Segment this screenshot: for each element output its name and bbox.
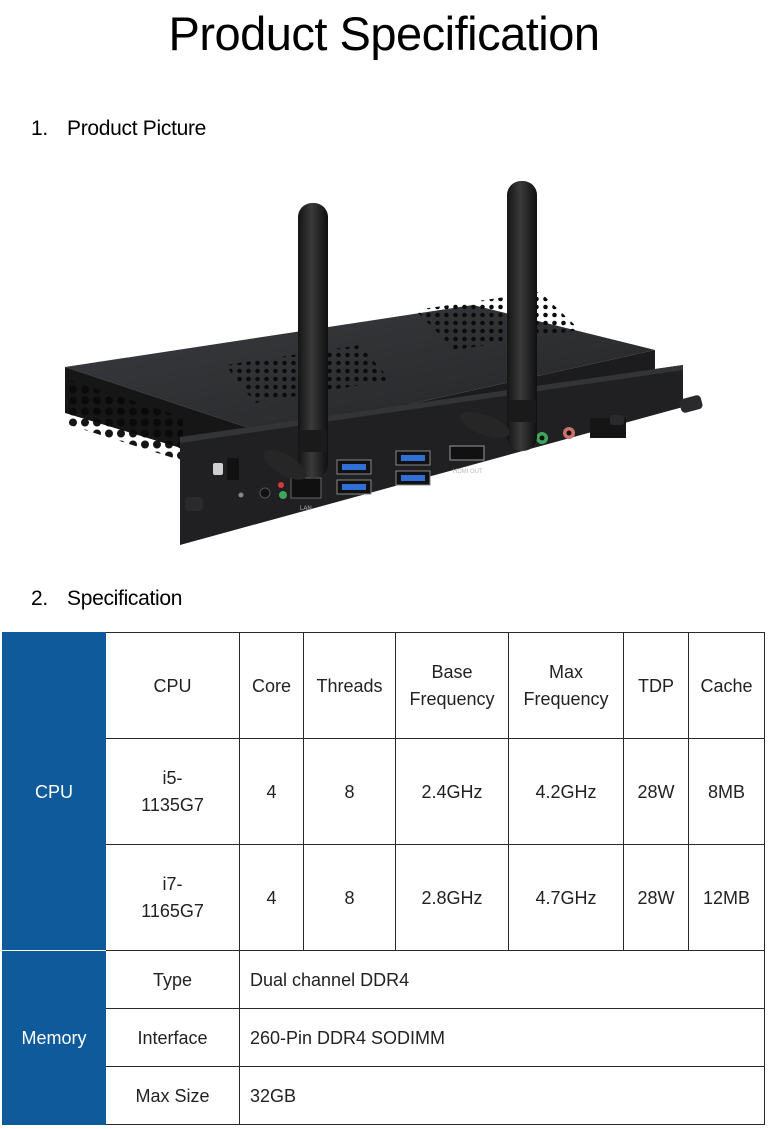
section-label: Specification — [67, 587, 183, 610]
cell-threads: 8 — [303, 844, 396, 951]
section-label: Product Picture — [67, 117, 207, 140]
cell-core: 4 — [239, 738, 304, 845]
header-tdp: TDP — [623, 632, 689, 739]
section-number: 2. — [31, 587, 48, 610]
bracket-plate — [180, 365, 683, 545]
lan-label: LAN — [300, 506, 312, 512]
table-row: Interface 260-Pin DDR4 SODIMM — [3, 1008, 765, 1067]
cell-cache: 8MB — [688, 738, 765, 845]
page-title: Product Specification — [168, 7, 600, 60]
section-heading-specification: 2. Specification — [31, 587, 182, 611]
cell-tdp: 28W — [623, 738, 689, 845]
cell-label: Interface — [105, 1008, 240, 1067]
antenna-left — [263, 203, 328, 480]
cell-threads: 8 — [303, 738, 396, 845]
cell-base: 2.8GHz — [395, 844, 509, 951]
usb-ports — [336, 450, 431, 495]
cell-value: 32GB — [239, 1066, 765, 1125]
product-photo: LAN HDMI OUT — [65, 181, 703, 545]
table-row: Max Size 32GB — [3, 1066, 765, 1125]
cell-model: i7-1165G7 — [105, 844, 240, 951]
thumb-screw-icon — [185, 395, 703, 511]
cell-tdp: 28W — [623, 844, 689, 951]
cell-value: Dual channel DDR4 — [239, 950, 765, 1009]
table-row: i5-1135G7 4 8 2.4GHz 4.2GHz 28W 8MB — [3, 738, 765, 845]
cell-value: 260-Pin DDR4 SODIMM — [239, 1008, 765, 1067]
group-label-cpu: CPU — [2, 632, 106, 951]
table-row: i7-1165G7 4 8 2.8GHz 4.7GHz 28W 12MB — [3, 844, 765, 951]
cell-model: i5-1135G7 — [105, 738, 240, 845]
cell-label: Max Size — [105, 1066, 240, 1125]
header-cpu: CPU — [105, 632, 240, 739]
group-label-memory: Memory — [2, 950, 106, 1125]
cell-cache: 12MB — [688, 844, 765, 951]
cell-core: 4 — [239, 844, 304, 951]
header-core: Core — [239, 632, 304, 739]
header-cache: Cache — [688, 632, 765, 739]
section-number: 1. — [31, 117, 48, 140]
header-threads: Threads — [303, 632, 396, 739]
hdmi-label: HDMI OUT — [453, 469, 483, 475]
antenna-right — [460, 181, 537, 451]
section-heading-product-picture: 1. Product Picture — [31, 117, 206, 141]
cell-max: 4.7GHz — [508, 844, 624, 951]
cell-max: 4.2GHz — [508, 738, 624, 845]
cell-base: 2.4GHz — [395, 738, 509, 845]
table-row: Memory Type Dual channel DDR4 — [2, 950, 765, 1125]
cell-label: Type — [105, 950, 240, 1009]
